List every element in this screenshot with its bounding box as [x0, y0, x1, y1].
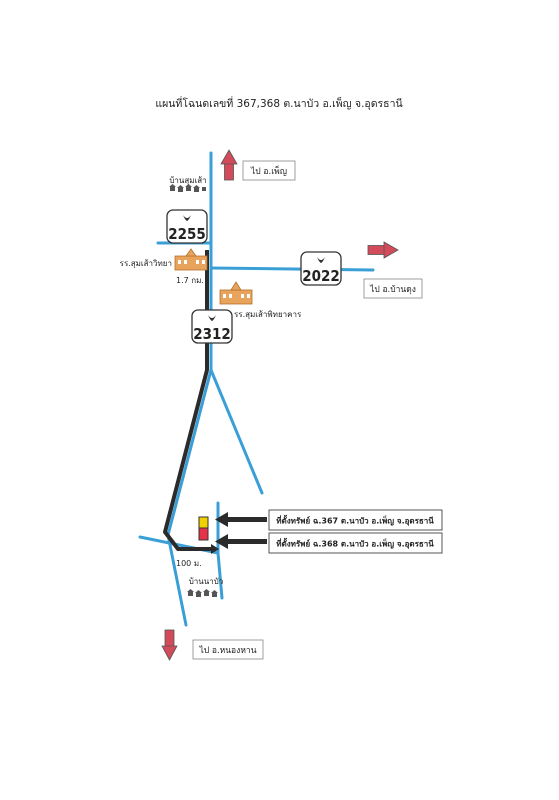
village-ban-nabua-label: บ้านนาบัว: [189, 577, 224, 586]
direction-east-label: ไป อ.บ้านดุง: [363, 278, 423, 299]
property-368-text: ที่ตั้งทรัพย์ ฉ.368 ต.นาบัว อ.เพ็ญ จ.อุด…: [276, 538, 434, 550]
arrow-367-head: [215, 512, 228, 527]
road-southwest: [166, 368, 213, 537]
map-title: แผนที่โฉนดเลขที่ 367,368 ต.นาบัว อ.เพ็ญ …: [155, 96, 402, 110]
arrow-368-shaft: [225, 539, 267, 544]
direction-south-arrow-icon: [161, 629, 178, 661]
direction-south-text: ไป อ.หนองหาน: [198, 645, 256, 656]
distance-100m: 100 ม.: [176, 559, 202, 568]
direction-south-label: ไป อ.หนองหาน: [192, 639, 264, 660]
emblem-icon: [208, 315, 216, 321]
route-shield-2312: 2312: [191, 309, 233, 344]
arrow-367-shaft: [225, 517, 267, 522]
school2-building-icon: [219, 281, 253, 305]
school1-label: รร.สุมเส้าวิทยา: [120, 259, 172, 268]
direction-north-text: ไป อ.เพ็ญ: [250, 165, 287, 177]
route-2255-number: 2255: [168, 225, 206, 243]
distance-1-7km: 1.7 กม.: [176, 276, 204, 285]
road-2022-east: [209, 266, 375, 272]
village-houses-icon: [187, 589, 218, 597]
property-368-label: ที่ตั้งทรัพย์ ฉ.368 ต.นาบัว อ.เพ็ญ จ.อุด…: [268, 532, 443, 554]
route-path-arrowhead: [211, 544, 219, 554]
arrow-368-head: [215, 534, 228, 549]
emblem-icon: [317, 257, 325, 263]
route-2312-number: 2312: [193, 325, 231, 343]
property-367-label: ที่ตั้งทรัพย์ ฉ.367 ต.นาบัว อ.เพ็ญ จ.อุด…: [268, 509, 443, 531]
route-2022-number: 2022: [302, 267, 340, 285]
property-368-plot: [198, 527, 209, 541]
route-shield-2255: 2255: [166, 209, 208, 244]
route-shield-2022: 2022: [300, 251, 342, 286]
road-southeast: [209, 368, 264, 495]
road-property-south: [216, 551, 224, 600]
school2-label: รร.สุมเส้าพิทยาคาร: [234, 310, 302, 319]
direction-north-arrow-icon: [220, 149, 238, 181]
village-houses-icon: [169, 184, 206, 192]
village-ban-sumsao-label: บ้านสุมเส้า: [169, 176, 206, 185]
direction-east-text: ไป อ.บ้านดุง: [369, 284, 416, 295]
property-367-plot: [198, 516, 209, 529]
direction-north-label: ไป อ.เพ็ญ: [242, 160, 296, 181]
emblem-icon: [183, 215, 191, 221]
school1-building-icon: [174, 248, 208, 271]
road-south: [166, 533, 188, 627]
property-367-text: ที่ตั้งทรัพย์ ฉ.367 ต.นาบัว อ.เพ็ญ จ.อุด…: [276, 515, 434, 527]
property-arrows: [215, 512, 267, 549]
direction-east-arrow-icon: [367, 241, 399, 259]
